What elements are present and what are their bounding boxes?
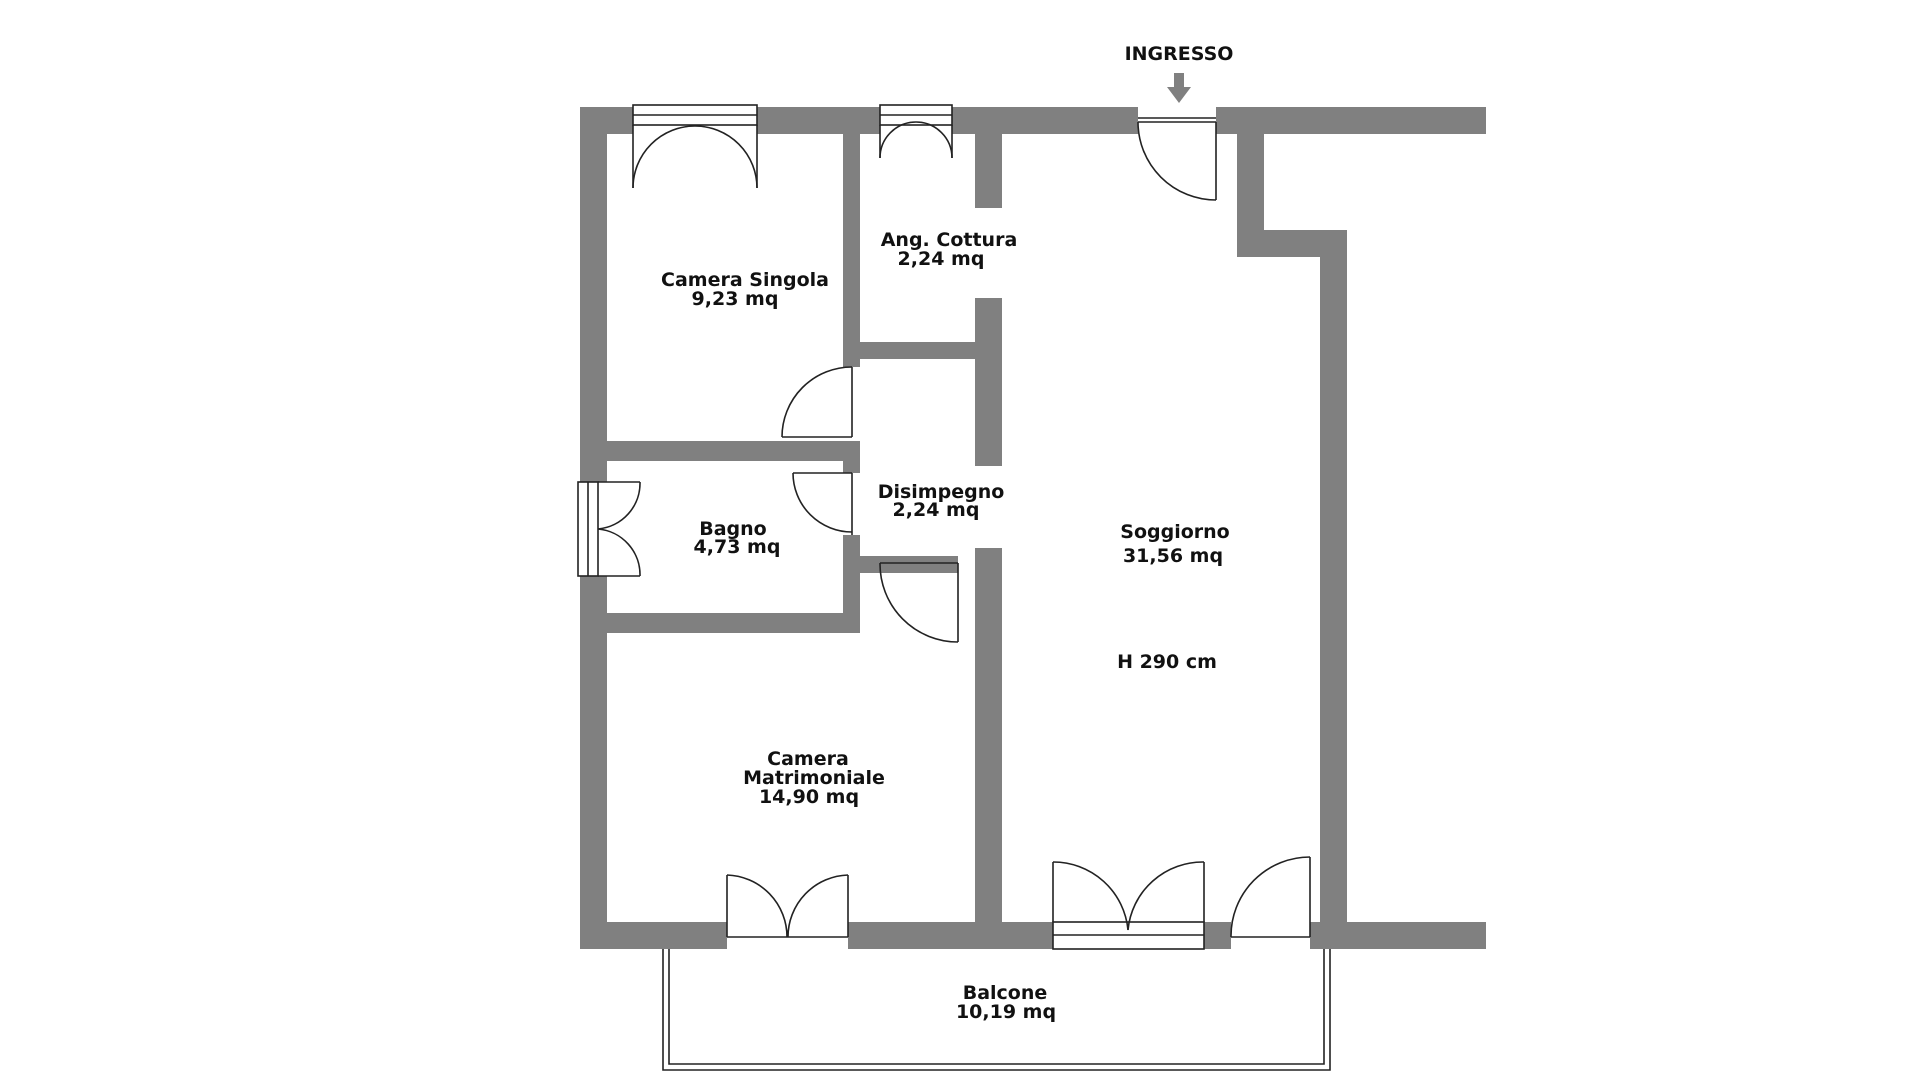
room-area: 2,24 mq [893, 499, 980, 521]
wall-bath-bottom [607, 613, 860, 633]
living-balcony-door[interactable] [1052, 861, 1205, 950]
wall-top-mid-left [757, 107, 880, 134]
room-name: Camera Singola [661, 269, 829, 291]
room-balcone: Balcone 10,19 mq [956, 982, 1056, 1023]
room-area: 4,73 mq [694, 536, 781, 558]
room-soggiorno: Soggiorno 31,56 mq H 290 cm [1117, 521, 1230, 673]
wall-bottom-right [1204, 922, 1231, 949]
wall-central-lower [975, 548, 1002, 949]
room-name-line2: Matrimoniale [743, 767, 885, 789]
single-room-door[interactable] [781, 366, 853, 438]
wall-single-room-right [843, 107, 860, 367]
room-area: 2,24 mq [898, 248, 985, 270]
room-angolo-cottura: Ang. Cottura 2,24 mq [881, 229, 1018, 270]
single-room-window[interactable] [632, 104, 758, 189]
room-bagno: Bagno 4,73 mq [694, 518, 781, 558]
wall-right-lower [1320, 230, 1347, 949]
living-side-door[interactable] [1230, 856, 1311, 938]
bedroom-balcony-door[interactable] [726, 874, 849, 938]
ceiling-height: H 290 cm [1117, 651, 1217, 673]
room-camera-matrimoniale: Camera Matrimoniale 14,90 mq [743, 748, 885, 808]
wall-kitchen-bottom [843, 342, 983, 359]
entrance-door[interactable] [1137, 117, 1217, 201]
balcony-outline [662, 948, 1331, 1071]
walls [580, 107, 1486, 949]
bathroom-door[interactable] [792, 472, 853, 535]
wall-corridor-bottom-stub [843, 556, 958, 573]
bedroom-door[interactable] [879, 562, 959, 643]
room-area: 10,19 mq [956, 1001, 1056, 1023]
bathroom-window[interactable] [577, 481, 641, 577]
room-name: Balcone [963, 982, 1048, 1004]
wall-bath-right-upper [843, 441, 860, 473]
room-area: 31,56 mq [1123, 545, 1223, 567]
entrance-label: INGRESSO [1125, 43, 1234, 65]
wall-bottom-mid [848, 922, 1053, 949]
room-name: Bagno [699, 518, 766, 540]
kitchen-window[interactable] [879, 104, 953, 159]
room-area: 14,90 mq [759, 786, 859, 808]
wall-kitchen-stub [975, 107, 1002, 208]
room-camera-singola: Camera Singola 9,23 mq [661, 269, 829, 310]
room-name-line1: Camera [767, 748, 849, 770]
wall-central-upper [975, 298, 1002, 466]
wall-left-upper [580, 107, 607, 482]
wall-single-room-bottom [607, 441, 860, 461]
room-area: 9,23 mq [692, 288, 779, 310]
arrow-down-icon [1167, 73, 1191, 103]
room-name: Disimpegno [878, 481, 1005, 503]
wall-left-lower [580, 576, 607, 949]
wall-bottom-left [580, 922, 727, 949]
entrance-marker: INGRESSO [1125, 43, 1234, 103]
room-disimpegno: Disimpegno 2,24 mq [878, 481, 1005, 521]
room-name: Soggiorno [1120, 521, 1229, 543]
room-name: Ang. Cottura [881, 229, 1018, 251]
